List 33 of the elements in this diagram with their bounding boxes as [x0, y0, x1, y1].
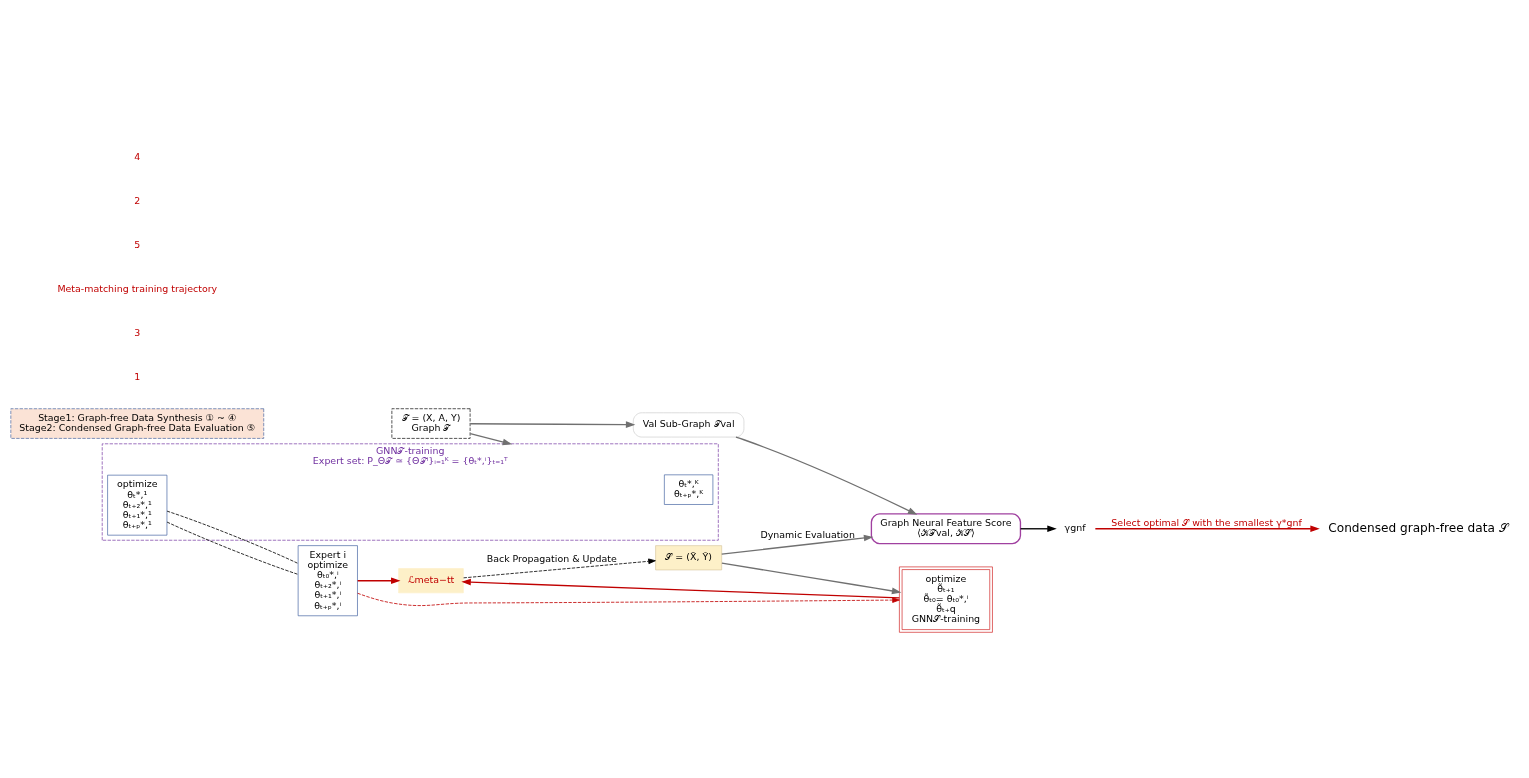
node-text: γgnf — [1064, 522, 1086, 534]
edge-label: Back Propagation & Update — [486, 552, 617, 564]
arrow — [1094, 525, 1320, 533]
label: 4 — [134, 151, 141, 163]
arrow — [721, 562, 902, 595]
arrow — [357, 592, 900, 606]
node-box: Expert i optimize θₜ₀*,ⁱ θₜ₊₂*,ⁱ θₜ₊₁*,ⁱ θₜ₊ₚ*,ⁱ — [297, 545, 358, 617]
label: 3 — [134, 326, 141, 338]
node-text: Condensed graph-free data 𝒮 — [1328, 520, 1508, 535]
node-box: 𝒯 = (X, A, Y) Graph 𝒯 — [391, 408, 471, 439]
arrow — [461, 578, 900, 599]
node-box: Val Sub-Graph 𝒯val — [633, 412, 745, 438]
node-box: Graph Neural Feature Score ⟨𝒦𝒯val, 𝒦𝒮⟩ — [870, 513, 1022, 545]
edge-label: Select optimal 𝒮 with the smallest γ*gnf — [1111, 517, 1302, 529]
connector — [166, 521, 299, 575]
arrow — [721, 534, 874, 555]
label: 5 — [134, 239, 141, 251]
label: 1 — [134, 370, 141, 382]
arrow — [469, 432, 513, 446]
node-box: ℒmeta−tt — [398, 568, 464, 594]
node-box: θₜ*,ᴷ θₜ₊ₚ*,ᴷ — [664, 474, 714, 505]
arrow — [463, 558, 656, 579]
arrow — [357, 577, 401, 585]
label: Meta-matching training trajectory — [57, 282, 218, 294]
label: 2 — [134, 195, 141, 207]
arrow — [469, 421, 636, 428]
edge-label: Dynamic Evaluation — [760, 528, 855, 540]
arrow — [1019, 525, 1057, 533]
node-box: optimize θₜ*,¹ θₜ₊₂*,¹ θₜ₊₁*,¹ θₜ₊ₚ*,¹ — [107, 474, 168, 536]
node-box: 𝒮 = (X̃, Ỹ) — [655, 545, 722, 571]
arrow — [735, 436, 918, 515]
node-box: Stage1: Graph-free Data Synthesis ① ~ ④ Stage2: Condensed Graph-free Data Evaluation ⑤ — [10, 408, 265, 439]
connector — [166, 510, 299, 564]
